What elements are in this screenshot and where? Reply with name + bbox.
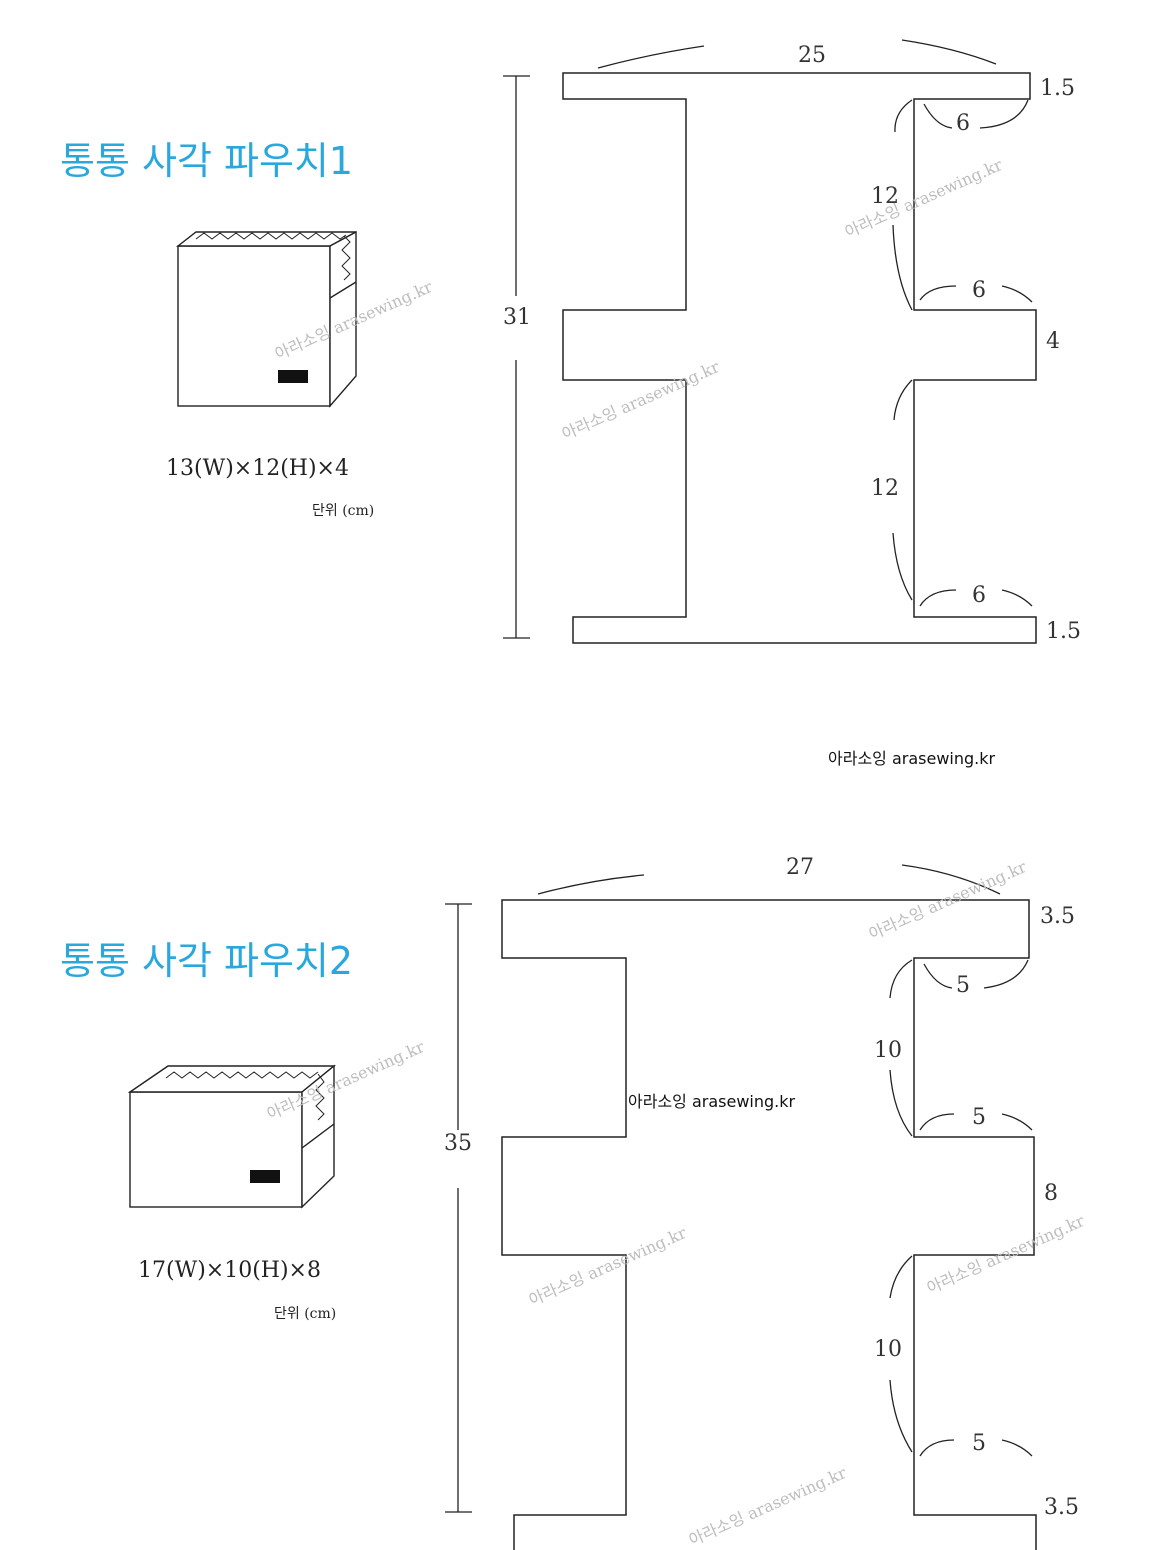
pouch2-label-width: 27 [786,855,814,880]
pouch1-dimensions: 13(W)×12(H)×4 [166,456,349,481]
pouch2-pattern [445,864,1037,1550]
pouch1-label-top-flap: 1.5 [1040,76,1075,101]
pouch1-box-illustration [175,230,357,408]
pouch1-label-tab-mid: 6 [972,278,986,303]
pouch2-label-tab-bottom: 5 [972,1431,986,1456]
pouch1-label-height: 31 [503,305,531,330]
pouch2-label-side-upper: 10 [874,1038,902,1063]
pouch1-zipper-stitch [195,232,347,240]
pouch2-unit: 단위 (cm) [274,1306,337,1322]
pouch1-label-tag [278,370,308,383]
pouch2-title: 통통 사각 파우치2 [60,939,354,983]
pouch2-zipper-stitch [165,1071,319,1079]
pouch1-box-side [329,230,357,408]
pouch1-label-gusset: 4 [1046,329,1060,354]
pouch1-label-tab-bottom: 6 [972,583,986,608]
pouch1-label-bottom-flap: 1.5 [1046,619,1081,644]
pouch1-label-side-lower: 12 [871,476,899,501]
pouch1-label-side-upper: 12 [871,184,899,209]
pouch2-labels: 27 35 3.5 5 10 5 8 10 5 3.5 [444,855,1079,1520]
pouch1-label-width: 25 [798,43,826,68]
pouch1-unit: 단위 (cm) [312,503,375,519]
pouch1-title: 통통 사각 파우치1 [60,139,354,183]
pouch2-pattern-outline [501,899,1037,1550]
pouch2-label-tab-mid: 5 [972,1105,986,1130]
pouch1-pattern-outline [562,72,1037,644]
pouch1-label-tab-top: 6 [956,111,970,136]
credit-line: 아라소잉 arasewing.kr [828,749,996,768]
pouch2-label-tag [250,1170,280,1183]
credit-line-inline: 아라소잉 arasewing.kr [628,1092,796,1111]
pouch1-pattern: 25 31 1.5 6 12 6 4 12 6 1.5 [503,39,1081,644]
pouch2-label-top-flap: 3.5 [1040,904,1075,929]
pouch2-dimensions: 17(W)×10(H)×8 [138,1258,321,1283]
pouch2-box-illustration [127,1064,336,1209]
pouch2-label-side-lower: 10 [874,1337,902,1362]
pouch2-label-tab-top: 5 [956,973,970,998]
pouch2-label-gusset: 8 [1044,1181,1058,1206]
pouch2-box-front [129,1091,303,1208]
pouch2-label-height: 35 [444,1131,472,1156]
pouch2-label-bottom-flap: 3.5 [1044,1495,1079,1520]
